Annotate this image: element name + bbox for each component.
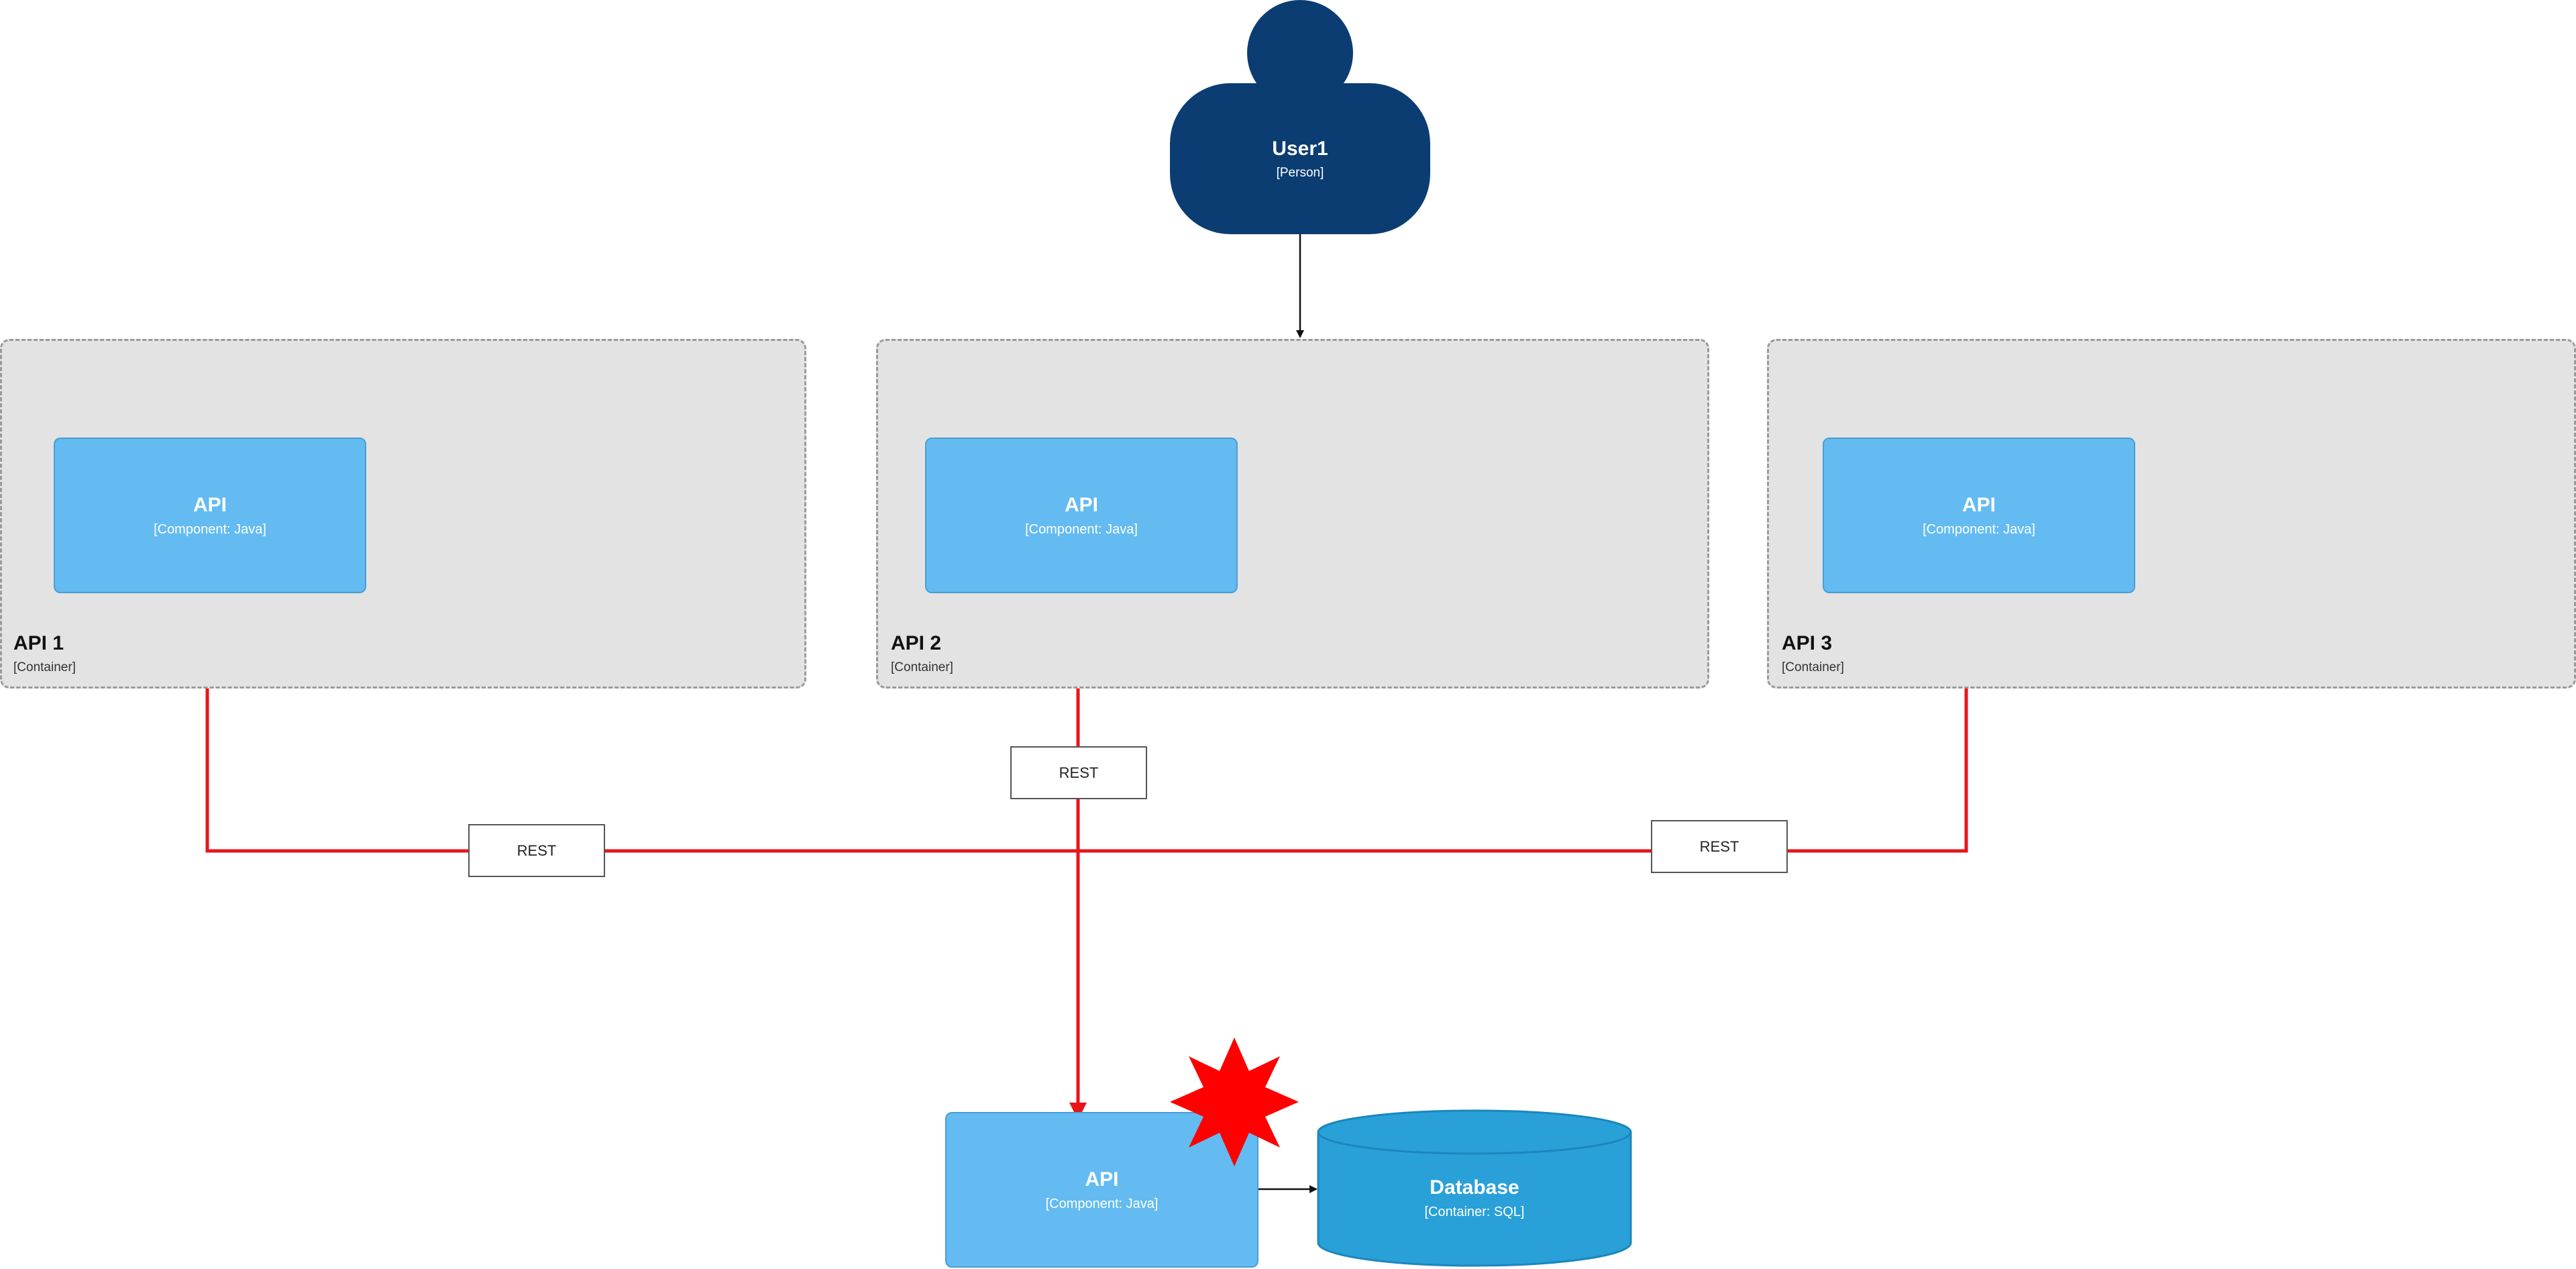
database-name: Database [1430,1176,1519,1199]
container-type: [Container] [891,660,953,674]
component-type: [Component: Java] [1923,521,2035,537]
container-name: API 3 [1782,632,1833,654]
rest-label-api2: REST [1010,746,1147,799]
explosion-burst-icon [1170,1037,1299,1166]
component-name: API [1064,493,1098,516]
component-type: [Component: Java] [1045,1196,1159,1211]
container-api1[interactable]: API [Component: Java] API 1 [Container] [0,339,806,689]
component-type: [Component: Java] [154,521,266,537]
rest-label-api3: REST [1651,820,1788,873]
container-name: API 2 [891,632,942,654]
component-api1[interactable]: API [Component: Java] [54,438,366,593]
rest-label-api1: REST [468,824,605,877]
database-type: [Container: SQL] [1424,1204,1525,1219]
component-name: API [1085,1168,1119,1190]
container-api3[interactable]: API [Component: Java] API 3 [Container] [1767,339,2576,689]
person-name: User1 [1272,137,1328,160]
container-type: [Container] [1782,660,1844,674]
container-type: [Container] [13,660,76,674]
person-user1[interactable]: User1 [Person] [1170,83,1430,234]
component-api3[interactable]: API [Component: Java] [1823,438,2135,593]
component-type: [Component: Java] [1025,521,1138,537]
person-type: [Person] [1276,165,1324,180]
container-api2[interactable]: API [Component: Java] API 2 [Container] [876,339,1709,689]
component-name: API [193,493,227,516]
database-label: Database [Container: SQL] [1316,1154,1633,1241]
database-cylinder[interactable] [1316,1109,1633,1269]
component-api2[interactable]: API [Component: Java] [925,438,1238,593]
container-name: API 1 [13,632,64,654]
component-name: API [1962,493,1996,516]
